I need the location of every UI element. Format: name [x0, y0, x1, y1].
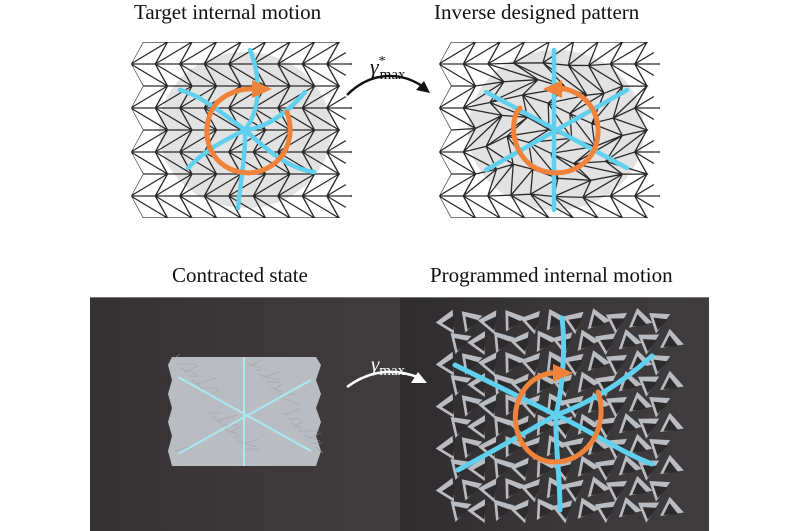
cyan-straight-paths: [483, 47, 630, 213]
title-programmed-internal-motion: Programmed internal motion: [430, 263, 673, 287]
title-contracted-state: Contracted state: [172, 263, 308, 287]
subscript-max: max: [379, 67, 406, 83]
superscript-star: *: [378, 54, 386, 69]
bottom-transform-arrow: [346, 370, 427, 389]
orange-rotation-arrow: [204, 80, 293, 176]
photo-orange-rotation-arrow: [512, 364, 604, 465]
gamma-symbol: γ: [370, 54, 379, 79]
title-inverse-designed-pattern: Inverse designed pattern: [434, 0, 640, 24]
gamma-symbol: γ: [371, 352, 380, 376]
top-transform-arrow: [346, 74, 430, 96]
gamma-max-label: γmax: [371, 352, 405, 379]
gamma-max-star-label: γ*max: [370, 54, 412, 83]
contracted-sheet: [168, 353, 324, 466]
title-target-internal-motion: Target internal motion: [134, 0, 322, 24]
photo-cyan-lines: [177, 357, 312, 466]
orange-rotation-arrow-reverse: [511, 80, 601, 176]
subscript-max: max: [379, 363, 406, 379]
